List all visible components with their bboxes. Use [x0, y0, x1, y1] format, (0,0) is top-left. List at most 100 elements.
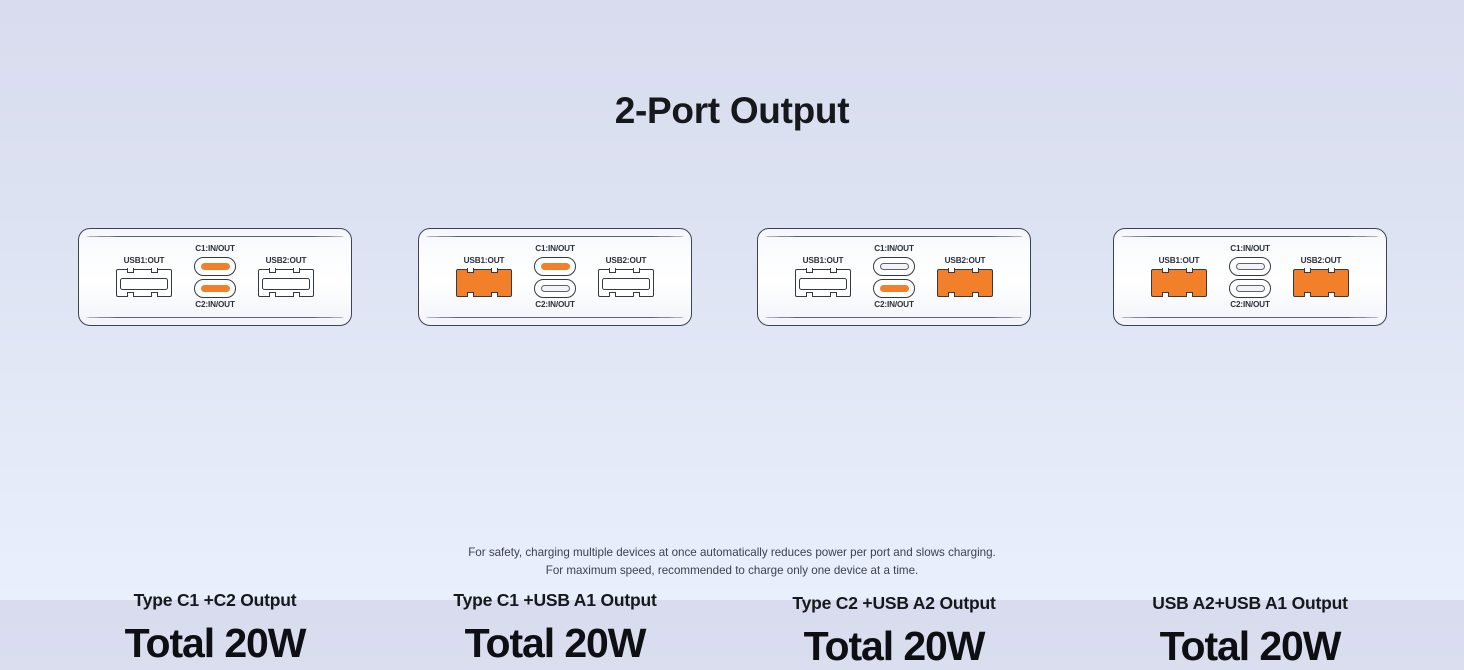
device-top-bevel — [1121, 236, 1379, 237]
usb-a-pin-icon — [830, 268, 837, 273]
type-c1-port-label: C1:IN/OUT — [1230, 244, 1270, 254]
usb-a2-port-icon — [598, 268, 654, 297]
usb-a-pin-icon — [609, 268, 616, 273]
total-output-label: Total 20W — [124, 620, 307, 666]
usb-a-foot-icon — [491, 292, 498, 297]
usb-a-tongue-icon — [799, 277, 847, 290]
power-bank-device-diagram: USB1:OUT C1:IN/OUT — [78, 228, 352, 326]
usb-a-foot-icon — [269, 292, 276, 297]
usb-a-foot-icon — [609, 292, 616, 297]
device-bottom-bevel — [86, 317, 344, 318]
combination-label: Type C1 +C2 Output — [133, 590, 297, 610]
combination-label: USB A2+USB A1 Output — [1152, 593, 1348, 613]
type-c-port-group: C1:IN/OUT C2:IN/OUT — [873, 245, 915, 308]
device-bottom-bevel — [426, 317, 684, 318]
type-c2-port-label: C2:IN/OUT — [874, 299, 914, 309]
usb-a-pin-icon — [806, 268, 813, 273]
usb-a-tongue-icon — [120, 277, 168, 290]
type-c1-port-icon — [534, 256, 576, 276]
usb-a-foot-icon — [972, 292, 979, 297]
usb-a1-port-icon — [795, 268, 851, 297]
device-bottom-bevel — [1121, 317, 1379, 318]
usb-a-foot-icon — [1186, 292, 1193, 297]
type-c-port-group: C1:IN/OUT C2:IN/OUT — [534, 245, 576, 308]
usb-a2-port-group: USB2:OUT — [937, 256, 993, 297]
usb-a-tongue-icon — [262, 277, 310, 290]
usb-a-tongue-icon — [1297, 277, 1345, 290]
combination-label: Type C1 +USB A1 Output — [453, 590, 657, 610]
type-c-slot-icon — [1235, 284, 1265, 292]
power-bank-device-diagram: USB1:OUT C1:IN/OUT — [757, 228, 1031, 326]
device-top-bevel — [426, 236, 684, 237]
usb-a-pin-icon — [1328, 268, 1335, 273]
usb-a1-port-group: USB1:OUT — [1151, 257, 1207, 297]
usb-a1-port-icon — [1151, 268, 1207, 297]
usb-a1-port-group: USB1:OUT — [456, 256, 512, 297]
usb-a-tongue-icon — [1155, 277, 1203, 290]
usb-a-tongue-icon — [941, 277, 989, 290]
port-cluster: USB1:OUT C1:IN/OUT — [79, 229, 351, 325]
usb-a-pin-icon — [293, 268, 300, 273]
usb-a-pin-icon — [1304, 268, 1311, 273]
usb-a-foot-icon — [1162, 292, 1169, 297]
usb-a-foot-icon — [830, 292, 837, 297]
type-c2-port-icon — [873, 278, 915, 298]
usb-a1-port-icon — [116, 268, 172, 297]
output-combination-panel: USB1:OUT C1:IN/OUT — [78, 228, 352, 666]
usb-a2-port-icon — [258, 268, 314, 297]
disclaimer-line-1: For safety, charging multiple devices at… — [468, 546, 996, 559]
type-c1-port-icon — [194, 256, 236, 276]
disclaimer-line-2: For maximum speed, recommended to charge… — [545, 563, 919, 577]
usb-a2-port-label: USB2:OUT — [944, 256, 986, 266]
usb-a-pin-icon — [491, 268, 498, 273]
type-c-slot-icon — [540, 284, 570, 292]
type-c1-port-label: C1:IN/OUT — [195, 244, 235, 254]
usb-a-foot-icon — [1304, 292, 1311, 297]
type-c2-port-label: C2:IN/OUT — [195, 299, 235, 309]
panel-row: USB1:OUT C1:IN/OUT — [0, 228, 1464, 669]
usb-a2-port-icon — [1293, 268, 1349, 297]
usb-a1-port-label: USB1:OUT — [802, 256, 844, 266]
type-c1-port-label: C1:IN/OUT — [874, 244, 914, 254]
total-output-label: Total 20W — [803, 623, 986, 669]
usb-a-tongue-icon — [602, 277, 650, 290]
type-c2-port-label: C2:IN/OUT — [535, 299, 575, 309]
usb-a-pin-icon — [269, 268, 276, 273]
device-bottom-bevel — [765, 317, 1023, 318]
combination-label: Type C2 +USB A2 Output — [792, 593, 996, 613]
type-c-port-group: C1:IN/OUT C2:IN/OUT — [194, 245, 236, 308]
type-c1-port-icon — [873, 256, 915, 276]
total-output-label: Total 20W — [1159, 623, 1342, 669]
usb-a1-port-group: USB1:OUT — [795, 256, 851, 297]
safety-disclaimer: For safety, charging multiple devices at… — [0, 544, 1464, 580]
usb-a1-port-label: USB1:OUT — [123, 256, 165, 266]
type-c2-port-icon — [1229, 278, 1271, 298]
usb-a-foot-icon — [293, 292, 300, 297]
usb-a-pin-icon — [151, 268, 158, 273]
page-title: 2-Port Output — [614, 90, 850, 131]
usb-a1-port-label: USB1:OUT — [463, 256, 505, 266]
type-c2-port-icon — [194, 278, 236, 298]
usb-a2-port-label: USB2:OUT — [605, 256, 647, 266]
port-cluster: USB1:OUT C1:IN/OUT — [758, 229, 1030, 325]
port-cluster: USB1:OUT C1:IN/OUT — [1114, 229, 1386, 325]
usb-a2-port-label: USB2:OUT — [1300, 256, 1342, 266]
type-c-slot-icon — [540, 262, 570, 270]
type-c1-port-label: C1:IN/OUT — [535, 244, 575, 254]
type-c-slot-icon — [879, 284, 909, 292]
usb-a1-port-icon — [456, 268, 512, 297]
device-top-bevel — [86, 236, 344, 237]
output-combination-panel: USB1:OUT C1:IN/OUT — [1113, 228, 1387, 669]
type-c-port-group: C1:IN/OUT C2:IN/OUT — [1229, 245, 1271, 308]
output-combination-panel: USB1:OUT C1:IN/OUT — [757, 228, 1031, 669]
type-c2-port-icon — [534, 278, 576, 298]
type-c-slot-icon — [200, 284, 230, 292]
usb-a-foot-icon — [467, 292, 474, 297]
usb-a-pin-icon — [1186, 268, 1193, 273]
type-c1-port-icon — [1229, 256, 1271, 276]
device-top-bevel — [765, 236, 1023, 237]
usb-a2-port-icon — [937, 268, 993, 297]
usb-a-foot-icon — [127, 292, 134, 297]
usb-a-foot-icon — [633, 292, 640, 297]
output-combination-panel: USB1:OUT C1:IN/OUT — [418, 228, 692, 666]
